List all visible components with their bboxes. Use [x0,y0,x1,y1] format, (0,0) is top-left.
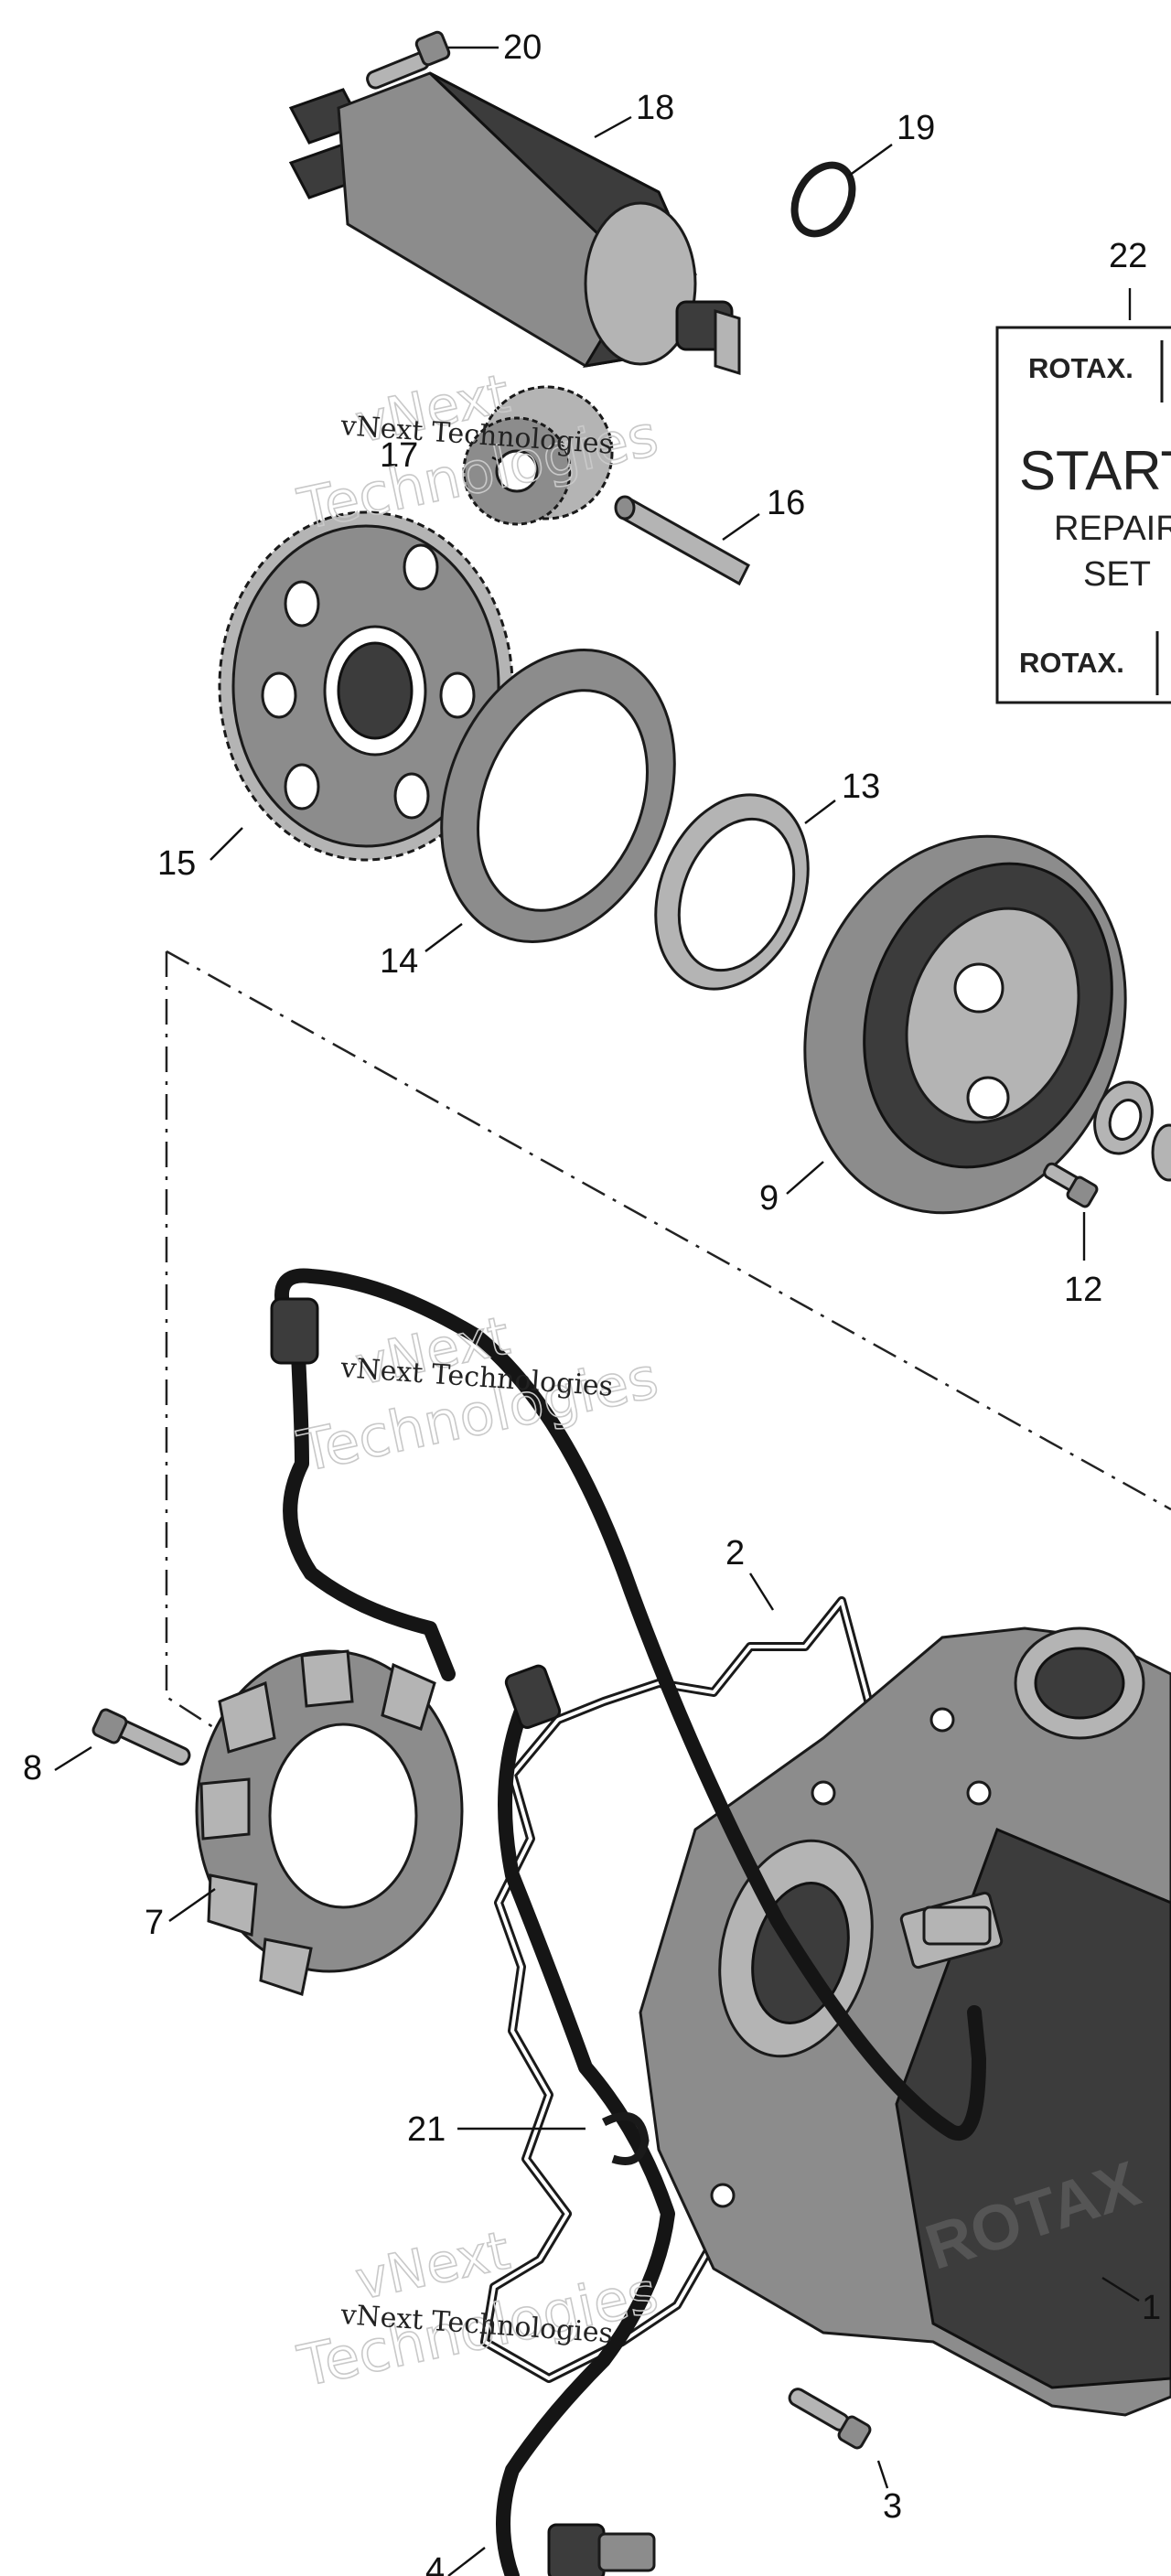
part-14-ring-plate [440,649,676,943]
part-8-bolt [91,1708,191,1766]
callout-17: 17 [380,436,418,475]
callout-13: 13 [842,767,880,806]
callout-16: 16 [767,484,805,522]
callout-21: 21 [407,2110,446,2149]
part-3-bolt [788,2388,872,2450]
part-12-bolt [1043,1162,1099,1208]
wiring-harness [270,1268,992,2576]
part-19-o-ring [790,161,856,238]
part-20-bolt [366,30,451,90]
part-1-crankcase-cover: ROTAX [639,1626,1171,2417]
callout-15: 15 [157,844,196,883]
kit-brand-bottom: ROTAX. [1019,647,1124,679]
part-13-bearing-ring [654,793,810,991]
callout-labels: 20 18 19 22 17 16 15 13 14 9 12 2 8 7 21… [23,28,1161,2576]
kit-line1: STARTE [1019,440,1171,501]
callout-22: 22 [1109,237,1147,275]
callout-8: 8 [23,1749,42,1787]
callout-19: 19 [897,109,935,147]
part-18-starter-motor [288,71,741,376]
callout-4: 4 [425,2551,445,2576]
part-22-repair-kit-card: ROTAX. STARTE REPAIR SET ROTAX. [995,326,1171,704]
leader-lines [54,46,1140,2576]
callout-7: 7 [145,1904,164,1942]
callout-3: 3 [883,2487,902,2526]
callout-14: 14 [380,942,418,981]
callout-2: 2 [725,1534,745,1572]
part-9-flywheel [803,834,1127,1215]
kit-line2: REPAIR [1054,510,1171,548]
callout-20: 20 [503,28,542,67]
part-15-ring-gear [218,510,514,862]
callout-9: 9 [759,1179,779,1218]
part-21-clip [601,2111,650,2165]
callout-1: 1 [1142,2289,1161,2327]
assembly-guide-line [165,950,1171,1731]
part-7-stator [195,1649,464,1996]
kit-line3: SET [1083,555,1151,594]
kit-brand-top: ROTAX. [1028,352,1133,384]
callout-18: 18 [636,89,674,127]
part-16-shaft [614,495,750,586]
washer-partial [1093,1080,1171,1182]
part-17-double-gear [462,385,614,526]
callout-12: 12 [1064,1271,1102,1309]
part-4-sensor [547,2523,656,2576]
